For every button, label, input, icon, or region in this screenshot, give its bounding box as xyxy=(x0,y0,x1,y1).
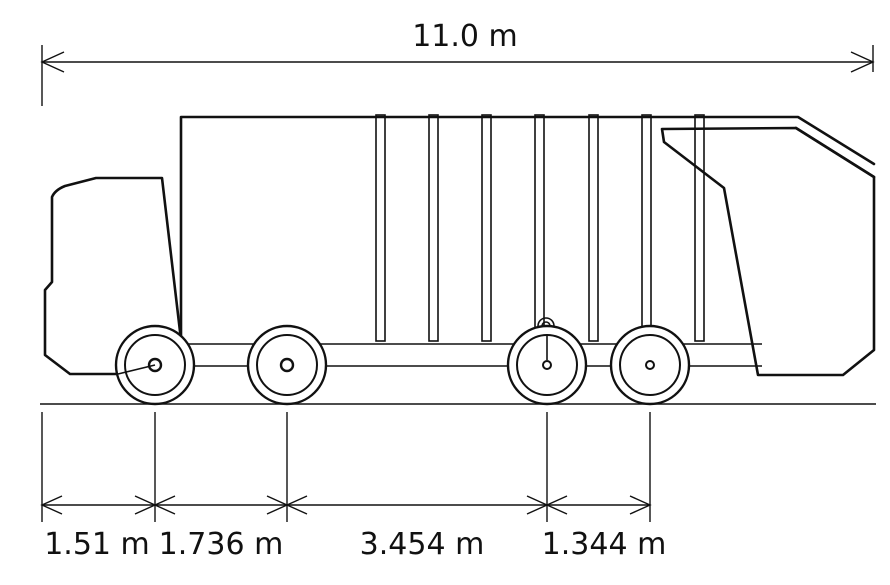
segment-label-axle-2-3: 3.454 m xyxy=(360,527,485,562)
segment-label-front-overhang: 1.51 m xyxy=(44,527,150,562)
body-rib xyxy=(694,114,705,342)
arrowhead xyxy=(545,495,568,515)
overall-length-dimension: 11.0 m xyxy=(40,19,875,106)
body-rib xyxy=(534,114,545,342)
front-wheel xyxy=(114,324,196,406)
body-rib xyxy=(481,114,492,342)
third-axle-wheel xyxy=(506,324,588,406)
tire-outer xyxy=(506,324,588,406)
arrowhead xyxy=(153,495,176,515)
hub xyxy=(147,357,163,373)
arrowhead xyxy=(40,495,63,515)
body-rib xyxy=(588,114,599,342)
tailgate-outline xyxy=(660,126,876,377)
hub xyxy=(645,360,655,370)
second-axle-wheel xyxy=(246,324,328,406)
tire-inner xyxy=(256,334,318,396)
hub xyxy=(279,357,295,373)
tailgate-top-edge xyxy=(794,126,876,179)
body-ribs xyxy=(375,114,705,342)
segment-label-axle-3-4: 1.344 m xyxy=(542,527,667,562)
rear-axle-wheel xyxy=(609,324,691,406)
cab-bottom-link xyxy=(117,364,156,375)
body-rib xyxy=(641,114,652,342)
body-outline xyxy=(179,115,876,342)
tire-inner xyxy=(619,334,681,396)
arrowhead-right xyxy=(850,51,875,73)
segment-label-axle-1-2: 1.736 m xyxy=(159,527,284,562)
cab-outline xyxy=(43,176,183,376)
axle-spacing-dimensions: 1.51 m 1.736 m 3.454 m 1.344 m xyxy=(40,412,667,562)
hub xyxy=(542,360,552,370)
tire-inner xyxy=(124,334,186,396)
overall-length-label: 11.0 m xyxy=(412,19,518,54)
arrowhead-left xyxy=(40,51,65,73)
arrowhead xyxy=(629,495,652,515)
arrowhead xyxy=(285,495,308,515)
cab xyxy=(43,176,183,376)
body-rib xyxy=(375,114,386,342)
tire-outer xyxy=(609,324,691,406)
tire-outer xyxy=(246,324,328,406)
body-rib xyxy=(428,114,439,342)
compactor-body xyxy=(179,115,876,377)
